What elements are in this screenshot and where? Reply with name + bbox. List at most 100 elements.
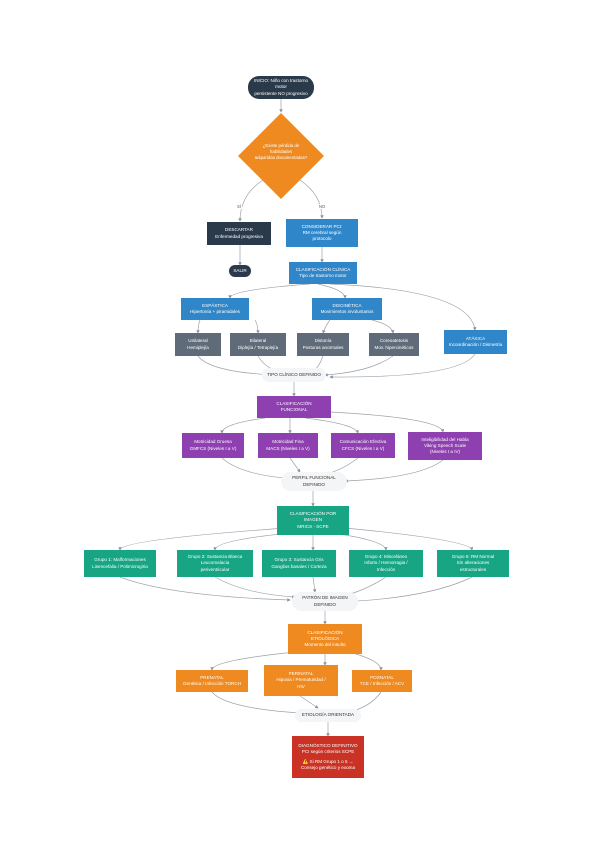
unilateral-subtitle: Hemiplejía (187, 344, 209, 350)
decision-line1: ¿Existe pérdida de (262, 143, 300, 148)
start-line2: motor (275, 84, 287, 90)
perinatal-node: PERINATAL Hipoxia / Prematuridad / HIV (264, 665, 338, 696)
definitive-diagnosis-node: DIAGNÓSTICO DEFINITIVO PCI según criteri… (292, 736, 364, 778)
imaging-line3: MRICS - SCPE (297, 523, 329, 529)
group5-line2: Sin alteraciones (456, 560, 490, 566)
group3-line2: Ganglios basales / Corteza (271, 563, 327, 569)
group4-line3: Infección (376, 566, 396, 572)
unilateral-title: Unilateral (188, 338, 208, 344)
dyskinetic-subtitle: Movimientos involuntarios (320, 309, 374, 314)
diagnosis-warn-line2: Consejo genético y exoma (300, 765, 356, 771)
macs-title: Motricidad Fina (272, 439, 304, 445)
ataxic-node: ATÁXICA Incoordinación / Dismetría (444, 330, 507, 354)
etiology-line2: ETIOLÓGICA (310, 635, 340, 641)
merge2-line2: DEFINIDO (303, 481, 325, 487)
merge4-label: ETIOLOGÍA ORIENTADA (301, 712, 355, 718)
bilateral-subtitle: Diplejía / Tetraplejía (237, 344, 279, 350)
macs-subtitle: MACS (Niveles I a V) (266, 445, 310, 451)
imaging-group4-node: Grupo 4: Misceláneo Infarto / Hemorragia… (349, 550, 423, 577)
imaging-line1: CLASIFICACIÓN POR (289, 511, 337, 517)
decision-node: ¿Existe pérdida de habilidades adquirida… (238, 113, 324, 199)
start-node: INICIO: Niño con trastorno motor persist… (248, 76, 314, 99)
gmfcs-title: Motricidad Gruesa (194, 439, 232, 445)
functional-profile-merge-node: PERFIL FUNCIONAL DEFINIDO (281, 472, 347, 491)
merge3-line2: DEFINIDO (314, 601, 336, 607)
dystonia-node: Distonía Posturas anormales (297, 333, 349, 356)
decision-text: ¿Existe pérdida de habilidades adquirida… (251, 143, 311, 161)
dystonia-subtitle: Posturas anormales (302, 344, 344, 350)
discard-node: DESCARTAR Enfermedad progresiva (207, 222, 271, 245)
cfcs-node: Comunicación Efectiva CFCS (Niveles I a … (331, 433, 395, 458)
group4-line1: Grupo 4: Misceláneo (364, 554, 408, 560)
group5-line3: estructurales (459, 566, 487, 572)
exit-node: SALIR (229, 265, 251, 277)
group2-line1: Grupo 2: Sustancia Blanca (187, 554, 243, 560)
choreo-subtitle: Mov. hipercinéticos (374, 344, 414, 350)
diagnosis-subtitle: PCI según criterios SCPE (301, 748, 355, 754)
exit-label: SALIR (233, 267, 247, 273)
imaging-group2-node: Grupo 2: Sustancia Blanca Leucomalacia p… (177, 550, 253, 577)
functional-line2: FUNCIONAL (280, 407, 308, 412)
spastic-subtitle: Hipertonía + piramidales (190, 309, 240, 314)
group4-line2: Infarto / Hemorragia / (364, 560, 408, 566)
start-line3: persistente NO progresivo (254, 90, 308, 96)
consider-line2: RM cerebral según (302, 229, 342, 235)
postnatal-subtitle: TCE / Infección / ACV (359, 681, 405, 686)
imaging-line2: IMAGEN (303, 517, 323, 523)
consider-pci-node: CONSIDERAR PCI: RM cerebral según protoc… (286, 219, 358, 247)
speech-line2: Viking Speech Scale (423, 442, 467, 448)
perinatal-line2: Hipoxia / Prematuridad / (276, 677, 326, 683)
discard-title: DESCARTAR (225, 227, 253, 233)
bilateral-title: Bilateral (249, 338, 267, 344)
prenatal-subtitle: Genética / Infección TORCH (182, 681, 242, 686)
spastic-title: ESPÁSTICA (202, 302, 228, 308)
bilateral-node: Bilateral Diplejía / Tetraplejía (230, 333, 286, 356)
etiology-line3: Momento del insulto (304, 642, 346, 648)
perinatal-title: PERINATAL (288, 671, 314, 677)
prenatal-node: PRENATAL Genética / Infección TORCH (176, 670, 248, 692)
dystonia-title: Distonía (314, 338, 332, 344)
unilateral-node: Unilateral Hemiplejía (175, 333, 221, 356)
choreo-title: Coreoatetosis (379, 338, 409, 344)
etiology-merge-node: ETIOLOGÍA ORIENTADA (295, 709, 361, 722)
perinatal-line3: HIV (297, 683, 305, 689)
consider-title: CONSIDERAR PCI: (301, 223, 343, 229)
speech-line1: Inteligibilidad del Habla (421, 436, 469, 442)
clinical-classification-node: CLASIFICACIÓN CLÍNICA Tipo de trastorno … (289, 262, 357, 284)
imaging-pattern-merge-node: PATRÓN DE IMAGEN DEFINIDO (292, 592, 358, 611)
functional-line1: CLASIFICACIÓN (276, 400, 312, 406)
imaging-group3-node: Grupo 3: Sustancia Gris Ganglios basales… (262, 550, 336, 577)
cfcs-subtitle: CFCS (Niveles I a V) (341, 445, 385, 451)
group3-line1: Grupo 3: Sustancia Gris (274, 557, 324, 563)
cfcs-title: Comunicación Efectiva (339, 439, 387, 445)
group5-line1: Grupo 5: RM Normal (451, 554, 495, 560)
clinical-subtitle: Tipo de trastorno motor (299, 273, 347, 278)
group1-line1: Grupo 1: Malformaciones (94, 557, 146, 563)
group2-line3: periventricular (200, 566, 230, 572)
imaging-group1-node: Grupo 1: Malformaciones Lisencefalia / P… (84, 550, 156, 577)
etiology-line1: CLASIFICACIÓN (307, 629, 343, 635)
postnatal-node: POSNATAL TCE / Infección / ACV (352, 670, 412, 692)
ataxic-title: ATÁXICA (465, 335, 486, 341)
diagnosis-title: DIAGNÓSTICO DEFINITIVO (298, 742, 358, 748)
merge3-line1: PATRÓN DE IMAGEN (302, 595, 348, 601)
merge1-label: TIPO CLÍNICO DEFINIDO (267, 371, 321, 377)
merge2-line1: PERFIL FUNCIONAL (292, 475, 336, 481)
gmfcs-subtitle: GMFCS (Niveles I a V) (189, 445, 237, 451)
functional-classification-node: CLASIFICACIÓN FUNCIONAL (257, 396, 331, 418)
dyskinetic-node: DISCINÉTICA Movimientos involuntarios (312, 298, 382, 320)
consider-line3: protocolo (312, 236, 332, 242)
clinical-title: CLASIFICACIÓN CLÍNICA (295, 266, 351, 272)
speech-line3: (Niveles I a IV) (429, 449, 461, 455)
discard-subtitle: Enfermedad progresiva (215, 233, 263, 239)
decision-diamond-shape (238, 113, 324, 199)
group2-line2: Leucomalacia (200, 560, 230, 566)
dyskinetic-title: DISCINÉTICA (332, 302, 362, 308)
decision-line3: adquiridas documentadas? (254, 154, 308, 160)
group1-line2: Lisencefalia / Polimicrogiria (92, 563, 148, 569)
imaging-classification-node: CLASIFICACIÓN POR IMAGEN MRICS - SCPE (277, 506, 349, 535)
etiology-classification-node: CLASIFICACIÓN ETIOLÓGICA Momento del ins… (288, 624, 362, 654)
start-line1: INICIO: Niño con trastorno (253, 78, 309, 84)
prenatal-title: PRENATAL (200, 674, 224, 680)
spastic-node: ESPÁSTICA Hipertonía + piramidales (181, 298, 249, 320)
